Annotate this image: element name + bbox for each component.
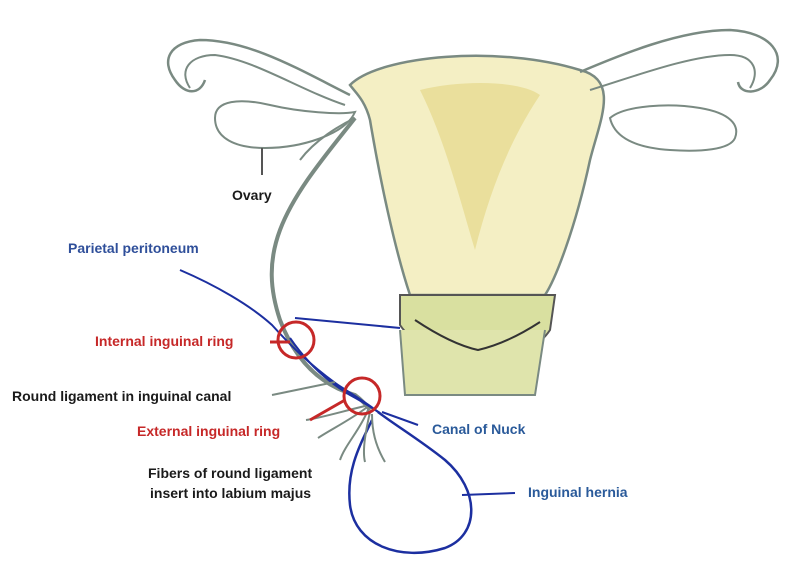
- right-fallopian-tube: [579, 28, 780, 93]
- label-fibers-line1: Fibers of round ligament: [148, 465, 313, 481]
- label-inguinal-hernia: Inguinal hernia: [528, 484, 628, 500]
- label-ovary: Ovary: [232, 187, 272, 203]
- external-ring-marker: [342, 376, 382, 416]
- left-fallopian-tube: [166, 38, 351, 97]
- parietal-peritoneum: [179, 269, 379, 413]
- uterine-cavity: [420, 83, 540, 251]
- round-ligament: [269, 116, 372, 412]
- right-ovary: [608, 104, 738, 152]
- internal-ring-marker: [276, 320, 316, 360]
- label-parietal-peritoneum: Parietal peritoneum: [68, 240, 199, 256]
- left-ovary: [213, 100, 357, 150]
- label-canal-of-nuck: Canal of Nuck: [432, 421, 526, 437]
- label-fibers-line2: insert into labium majus: [150, 485, 312, 501]
- inguinal-hernia-sac: [348, 411, 473, 555]
- label-round-ligament-canal: Round ligament in inguinal canal: [12, 388, 232, 404]
- label-internal-inguinal-ring: Internal inguinal ring: [95, 333, 234, 349]
- label-external-inguinal-ring: External inguinal ring: [137, 423, 281, 439]
- vagina: [399, 329, 546, 396]
